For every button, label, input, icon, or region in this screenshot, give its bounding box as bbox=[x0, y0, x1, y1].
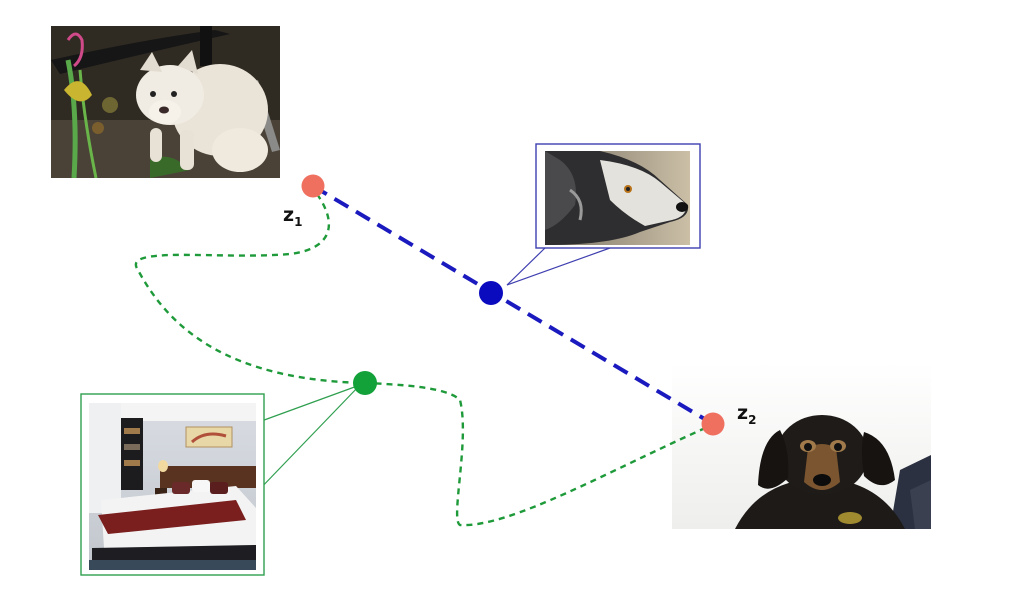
z1-node bbox=[301, 174, 325, 198]
collie-photo bbox=[545, 151, 690, 245]
z1-label: z1 bbox=[283, 204, 302, 229]
z2-label: z2 bbox=[737, 402, 756, 427]
linear-midpoint-node bbox=[479, 281, 503, 305]
z2-node bbox=[701, 412, 725, 436]
linear-path bbox=[311, 184, 715, 426]
curved-midpoint-node bbox=[353, 371, 377, 395]
dark-dog-photo bbox=[672, 362, 931, 529]
curved-path bbox=[134, 193, 713, 527]
bedroom-photo bbox=[89, 403, 256, 570]
white-dog-photo bbox=[51, 26, 280, 178]
